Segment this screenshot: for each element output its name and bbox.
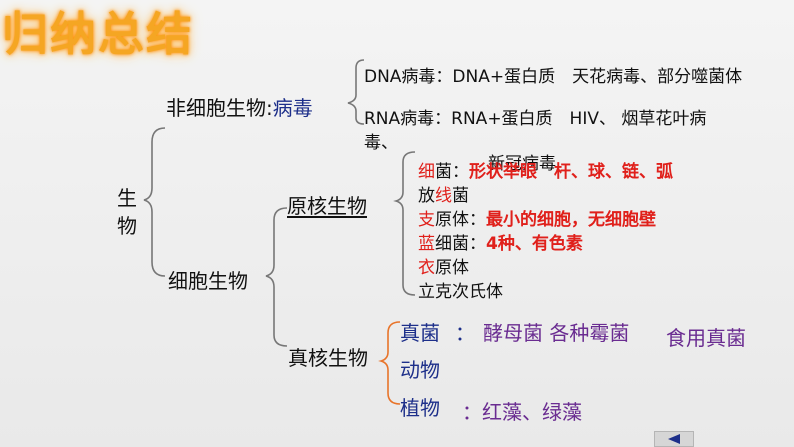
prokaryote-item-mycoplasma: 支原体：最小的细胞，无细胞壁 <box>418 205 656 230</box>
prokaryote-item-bacteria: 细菌：形状举眼 杆、球、链、弧 <box>418 157 673 182</box>
virus-label: 病毒 <box>272 96 313 120</box>
bacteria-prefix: 细 <box>418 162 435 182</box>
myco-prefix: 支 <box>418 210 435 230</box>
actino-mid: 线 <box>435 186 452 206</box>
bacteria-text: 菌： <box>435 162 469 182</box>
animal-label: 动物 <box>400 358 440 382</box>
chlamydia-text: 原体 <box>435 258 469 278</box>
eukaryote-label: 真核生物 <box>288 346 368 370</box>
page-title: 归纳总结 <box>2 7 194 61</box>
root-label-2: 物 <box>117 214 137 238</box>
covid-label: 新冠病毒 <box>488 154 556 174</box>
actino-prefix: 放 <box>418 186 435 206</box>
prokaryote-label: 原核生物 <box>287 194 367 218</box>
myco-note: 最小的细胞，无细胞壁 <box>486 210 656 230</box>
prev-slide-button[interactable] <box>654 431 694 447</box>
fungi-extra: 食用真菌 <box>666 326 746 350</box>
fungi-colon: ： <box>455 321 475 345</box>
myco-text: 原体： <box>435 210 486 230</box>
chlamydia-prefix: 衣 <box>418 258 435 278</box>
plant-label: 植物 <box>400 396 440 420</box>
dna-virus-line: DNA病毒：DNA+蛋白质 天花病毒、部分噬菌体 <box>364 67 743 87</box>
prokaryote-item-actinomycete: 放线菌 <box>418 181 469 206</box>
bacteria-note: 形状举眼 杆、球、链、弧 <box>469 162 673 182</box>
left-triangle-icon <box>668 434 680 444</box>
cyano-prefix: 蓝 <box>418 234 435 254</box>
fungi-label: 真菌 <box>400 321 440 345</box>
prokaryote-item-cyanobacteria: 蓝细菌：4种、有色素 <box>418 229 583 254</box>
cyano-note: 4种、有色素 <box>486 234 583 254</box>
actino-text: 菌 <box>452 186 469 206</box>
fungi-items: 酵母菌 各种霉菌 <box>483 321 630 345</box>
rna-virus-line2: 毒、 <box>364 133 398 153</box>
cyano-text: 细菌： <box>435 234 486 254</box>
rna-virus-line: RNA病毒：RNA+蛋白质 HIV、 烟草花叶病 <box>364 109 707 129</box>
cell-organism-label: 细胞生物 <box>168 269 248 293</box>
prokaryote-item-chlamydia: 衣原体 <box>418 253 469 278</box>
non-cell-text: 非细胞生物: <box>166 96 273 120</box>
non-cell-label: 非细胞生物:病毒 <box>166 92 313 121</box>
prokaryote-item-rickettsia: 立克次氏体 <box>418 282 503 302</box>
plant-items: ：红藻、绿藻 <box>462 400 582 424</box>
root-label-1: 生 <box>117 186 137 210</box>
